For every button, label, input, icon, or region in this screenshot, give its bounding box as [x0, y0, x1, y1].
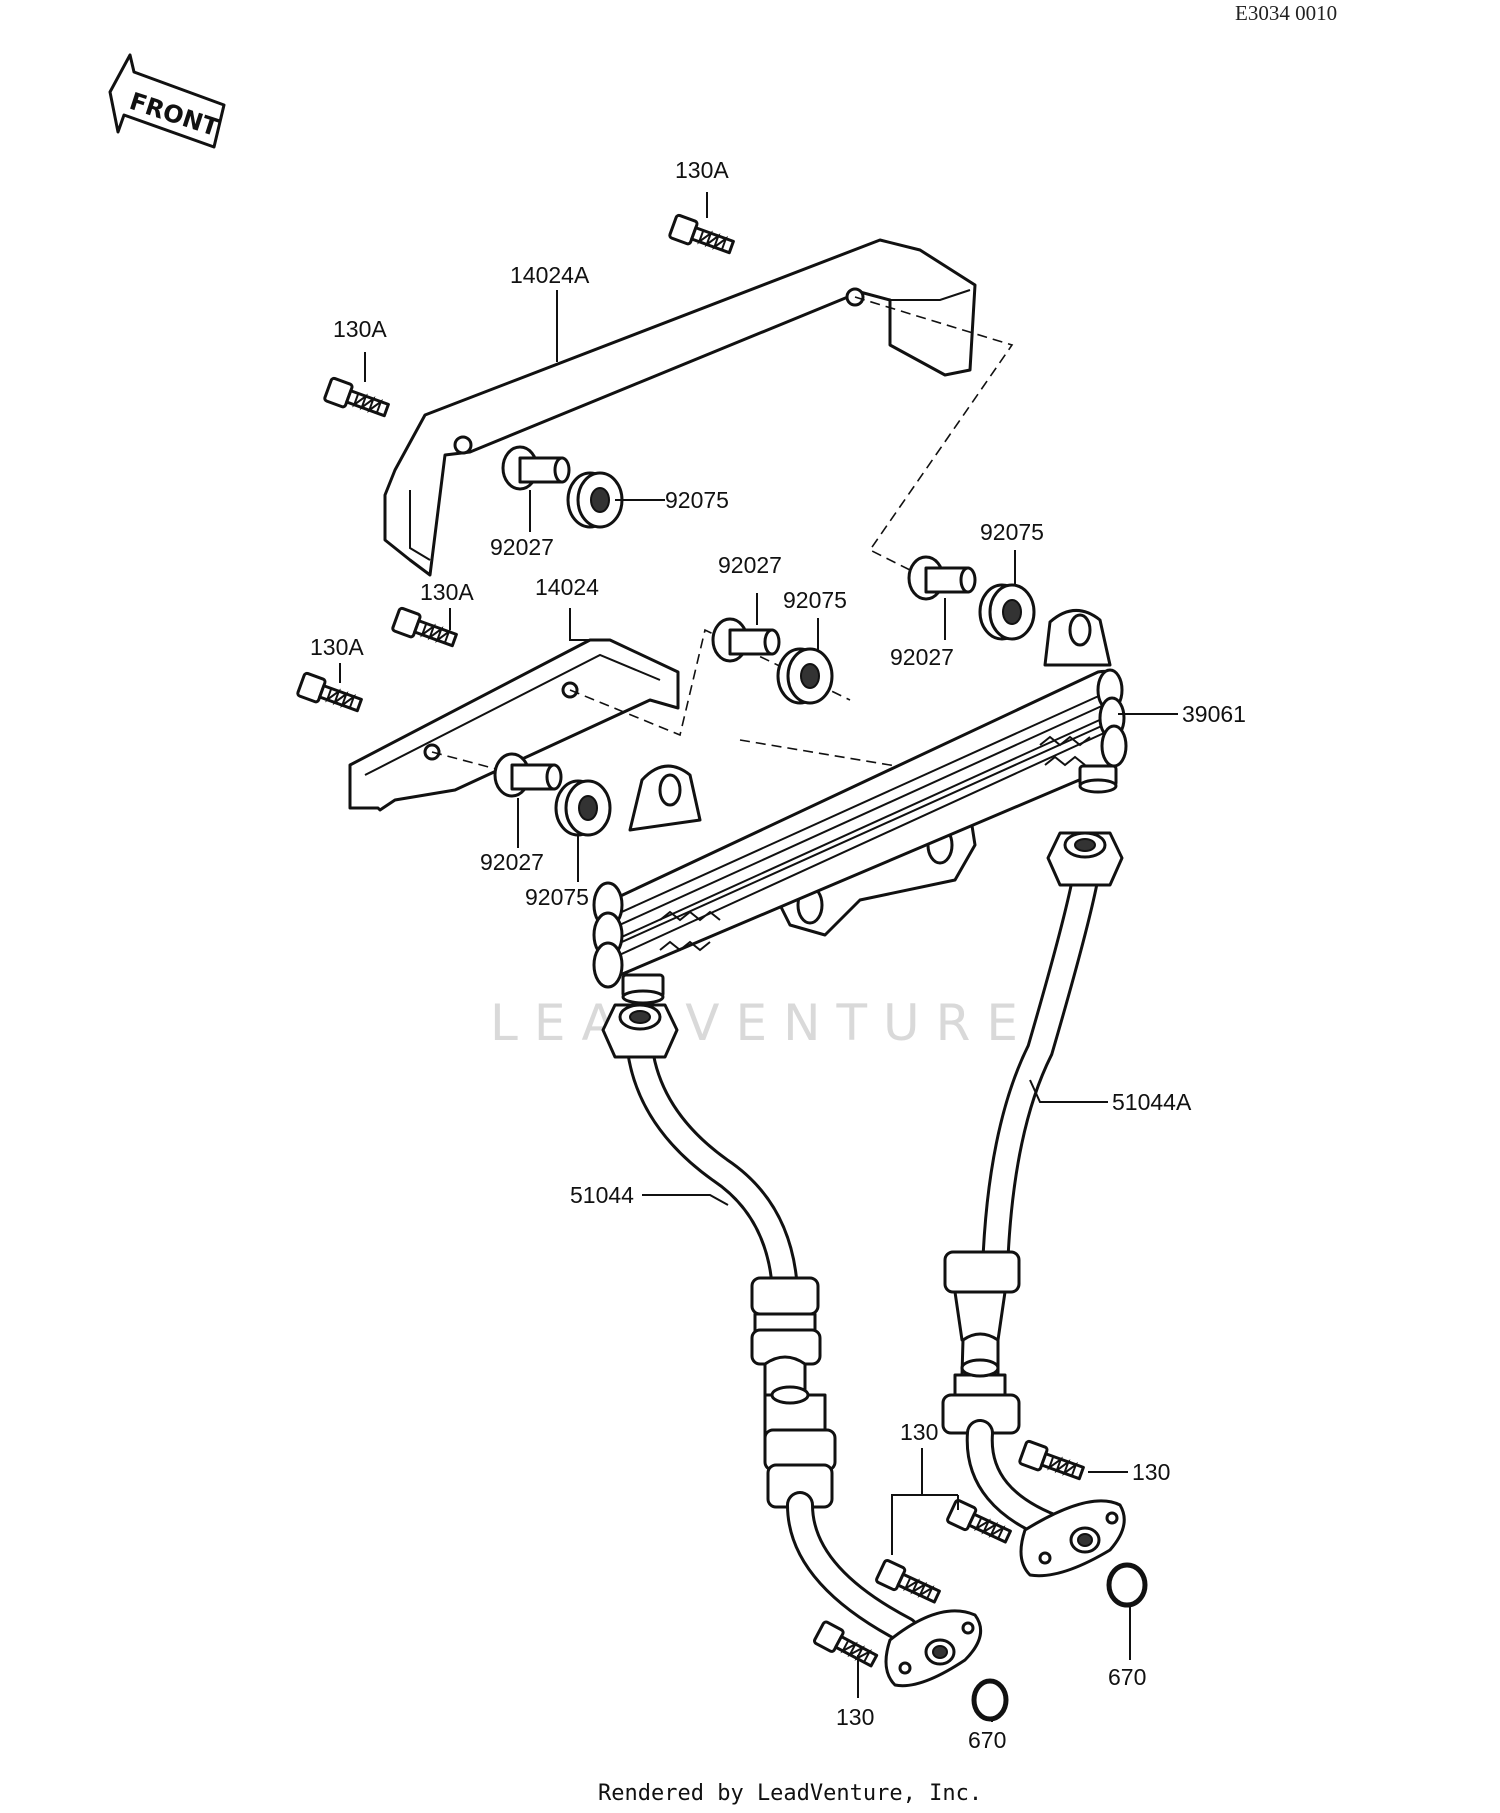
bolt-130a-mid	[391, 606, 458, 648]
callout-bolt-130-group: 130	[900, 1419, 938, 1445]
callout-collar-92027-lower: 92027	[480, 849, 544, 875]
o-ring-670-right	[1106, 1562, 1148, 1608]
callout-bracket-14024: 14024	[535, 574, 599, 600]
bolt-130-group-right	[946, 1499, 1012, 1544]
upper-bracket-14024a	[383, 238, 977, 577]
front-direction-arrow: FRONT	[108, 53, 226, 149]
bolt-130-group-left	[875, 1559, 941, 1604]
bolt-130-bottom-left	[813, 1620, 879, 1668]
callout-o-ring-670-left: 670	[968, 1727, 1006, 1753]
collar-92027-mid	[711, 617, 781, 663]
callout-bolt-130-right: 130	[1132, 1459, 1170, 1485]
callout-pipe-51044a: 51044A	[1112, 1089, 1192, 1115]
o-ring-670-left	[971, 1678, 1009, 1722]
callout-grommet-92075-upper-right: 92075	[980, 519, 1044, 545]
oil-cooler-39061	[592, 609, 1128, 1005]
callout-grommet-92075-mid: 92075	[783, 587, 847, 613]
collar-92027-upper-right	[907, 555, 977, 601]
callout-grommet-92075-upper-left: 92075	[665, 487, 729, 513]
callout-collar-92027-upper-left: 92027	[490, 534, 554, 560]
callout-bolt-130a-lower-left: 130A	[310, 634, 364, 660]
callout-bolt-130a-mid: 130A	[420, 579, 474, 605]
grommet-92075-lower	[554, 779, 612, 837]
grommet-92075-mid	[776, 647, 834, 705]
callout-bolt-130-bottom-left: 130	[836, 1704, 874, 1730]
callout-bolt-130a-upper-left: 130A	[333, 316, 387, 342]
callout-pipe-51044: 51044	[570, 1182, 634, 1208]
oil-pipe-51044a	[941, 831, 1126, 1578]
watermark: LEADVENTURE	[490, 994, 1034, 1052]
callout-bolt-130a-top: 130A	[675, 157, 729, 183]
lower-bracket-14024	[348, 638, 680, 812]
callout-o-ring-670-right: 670	[1108, 1664, 1146, 1690]
callout-collar-92027-mid: 92027	[718, 552, 782, 578]
callout-oil-cooler-39061: 39061	[1182, 701, 1246, 727]
callout-labels: 130A 14024A 130A 92075 92027 92075 92027…	[310, 157, 1246, 1753]
collar-92027-lower	[493, 752, 563, 798]
callout-grommet-92075-lower: 92075	[525, 884, 589, 910]
bolt-130a-upper-left	[323, 376, 390, 418]
leader-lines	[339, 192, 1178, 1722]
bolt-130a-lower-left	[296, 671, 363, 713]
bolt-130a-top	[668, 213, 735, 255]
oil-pipe-51044	[601, 1003, 983, 1688]
footer-credit: Rendered by LeadVenture, Inc.	[598, 1781, 982, 1806]
collar-92027-upper-left	[501, 445, 571, 491]
grommet-92075-upper-left	[566, 471, 624, 529]
bolt-130-right	[1018, 1439, 1085, 1481]
grommet-92075-upper-right	[978, 583, 1036, 641]
callout-bracket-14024a: 14024A	[510, 262, 590, 288]
diagram-reference-number: E3034 0010	[1235, 1, 1337, 25]
assembly-guide-lines	[431, 296, 1014, 771]
callout-collar-92027-upper-right: 92027	[890, 644, 954, 670]
